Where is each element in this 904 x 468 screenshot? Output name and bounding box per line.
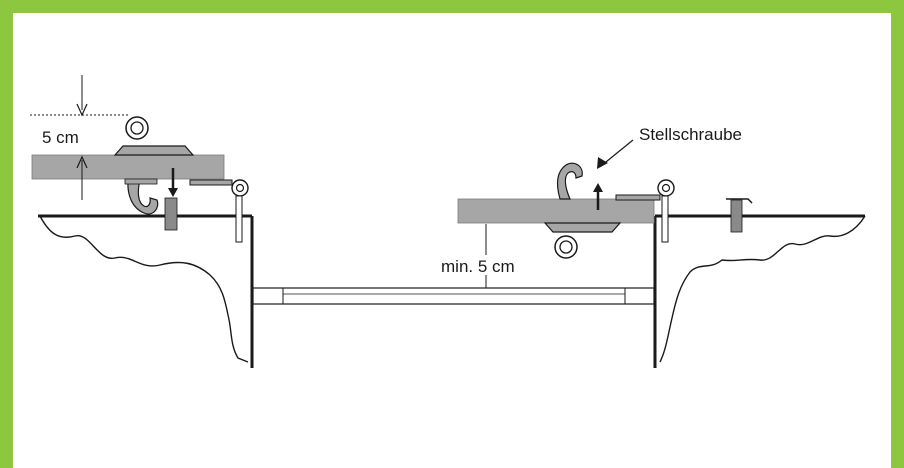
right-ground-outline xyxy=(659,215,866,363)
thickness-label: 5 cm xyxy=(42,128,79,147)
right-beam xyxy=(457,198,655,224)
left-hook xyxy=(127,179,159,215)
adjusting-screw-label: Stellschraube xyxy=(639,125,742,144)
right-clamp-plate xyxy=(543,222,622,233)
left-clamp-plate xyxy=(113,145,195,156)
adjusting-screw xyxy=(556,162,583,200)
min-distance-label: min. 5 cm xyxy=(441,257,515,276)
right-post xyxy=(730,199,743,233)
center-pipe xyxy=(252,287,655,305)
left-beam xyxy=(31,154,225,180)
left-ground-outline xyxy=(39,215,249,363)
left-post xyxy=(164,197,178,231)
